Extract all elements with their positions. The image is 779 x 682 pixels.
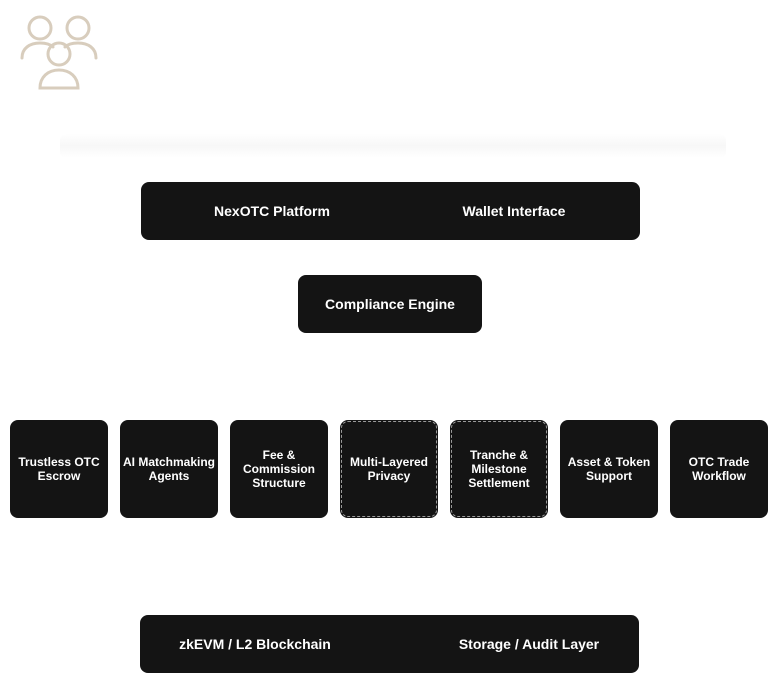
module-multi-layered-privacy: Multi-Layered Privacy [340,420,438,518]
faint-header-bar [60,134,726,158]
module-asset-token-support: Asset & Token Support [560,420,658,518]
storage-audit-layer-label: Storage / Audit Layer [458,636,600,652]
nexotc-platform-label: NexOTC Platform [214,203,330,219]
module-fee-commission-structure: Fee & Commission Structure [230,420,328,518]
module-ai-matchmaking-agents: AI Matchmaking Agents [120,420,218,518]
module-tranche-milestone-settlement: Tranche & Milestone Settlement [450,420,548,518]
top-layer-box: NexOTC Platform Wallet Interface [141,182,640,240]
module-trustless-otc-escrow: Trustless OTC Escrow [10,420,108,518]
zkevm-l2-blockchain-label: zkEVM / L2 Blockchain [179,636,331,652]
users-group-icon [20,15,98,90]
bottom-layer-box: zkEVM / L2 Blockchain Storage / Audit La… [140,615,639,673]
wallet-interface-label: Wallet Interface [462,203,566,219]
compliance-engine-box: Compliance Engine [298,275,482,333]
module-otc-trade-workflow: OTC Trade Workflow [670,420,768,518]
